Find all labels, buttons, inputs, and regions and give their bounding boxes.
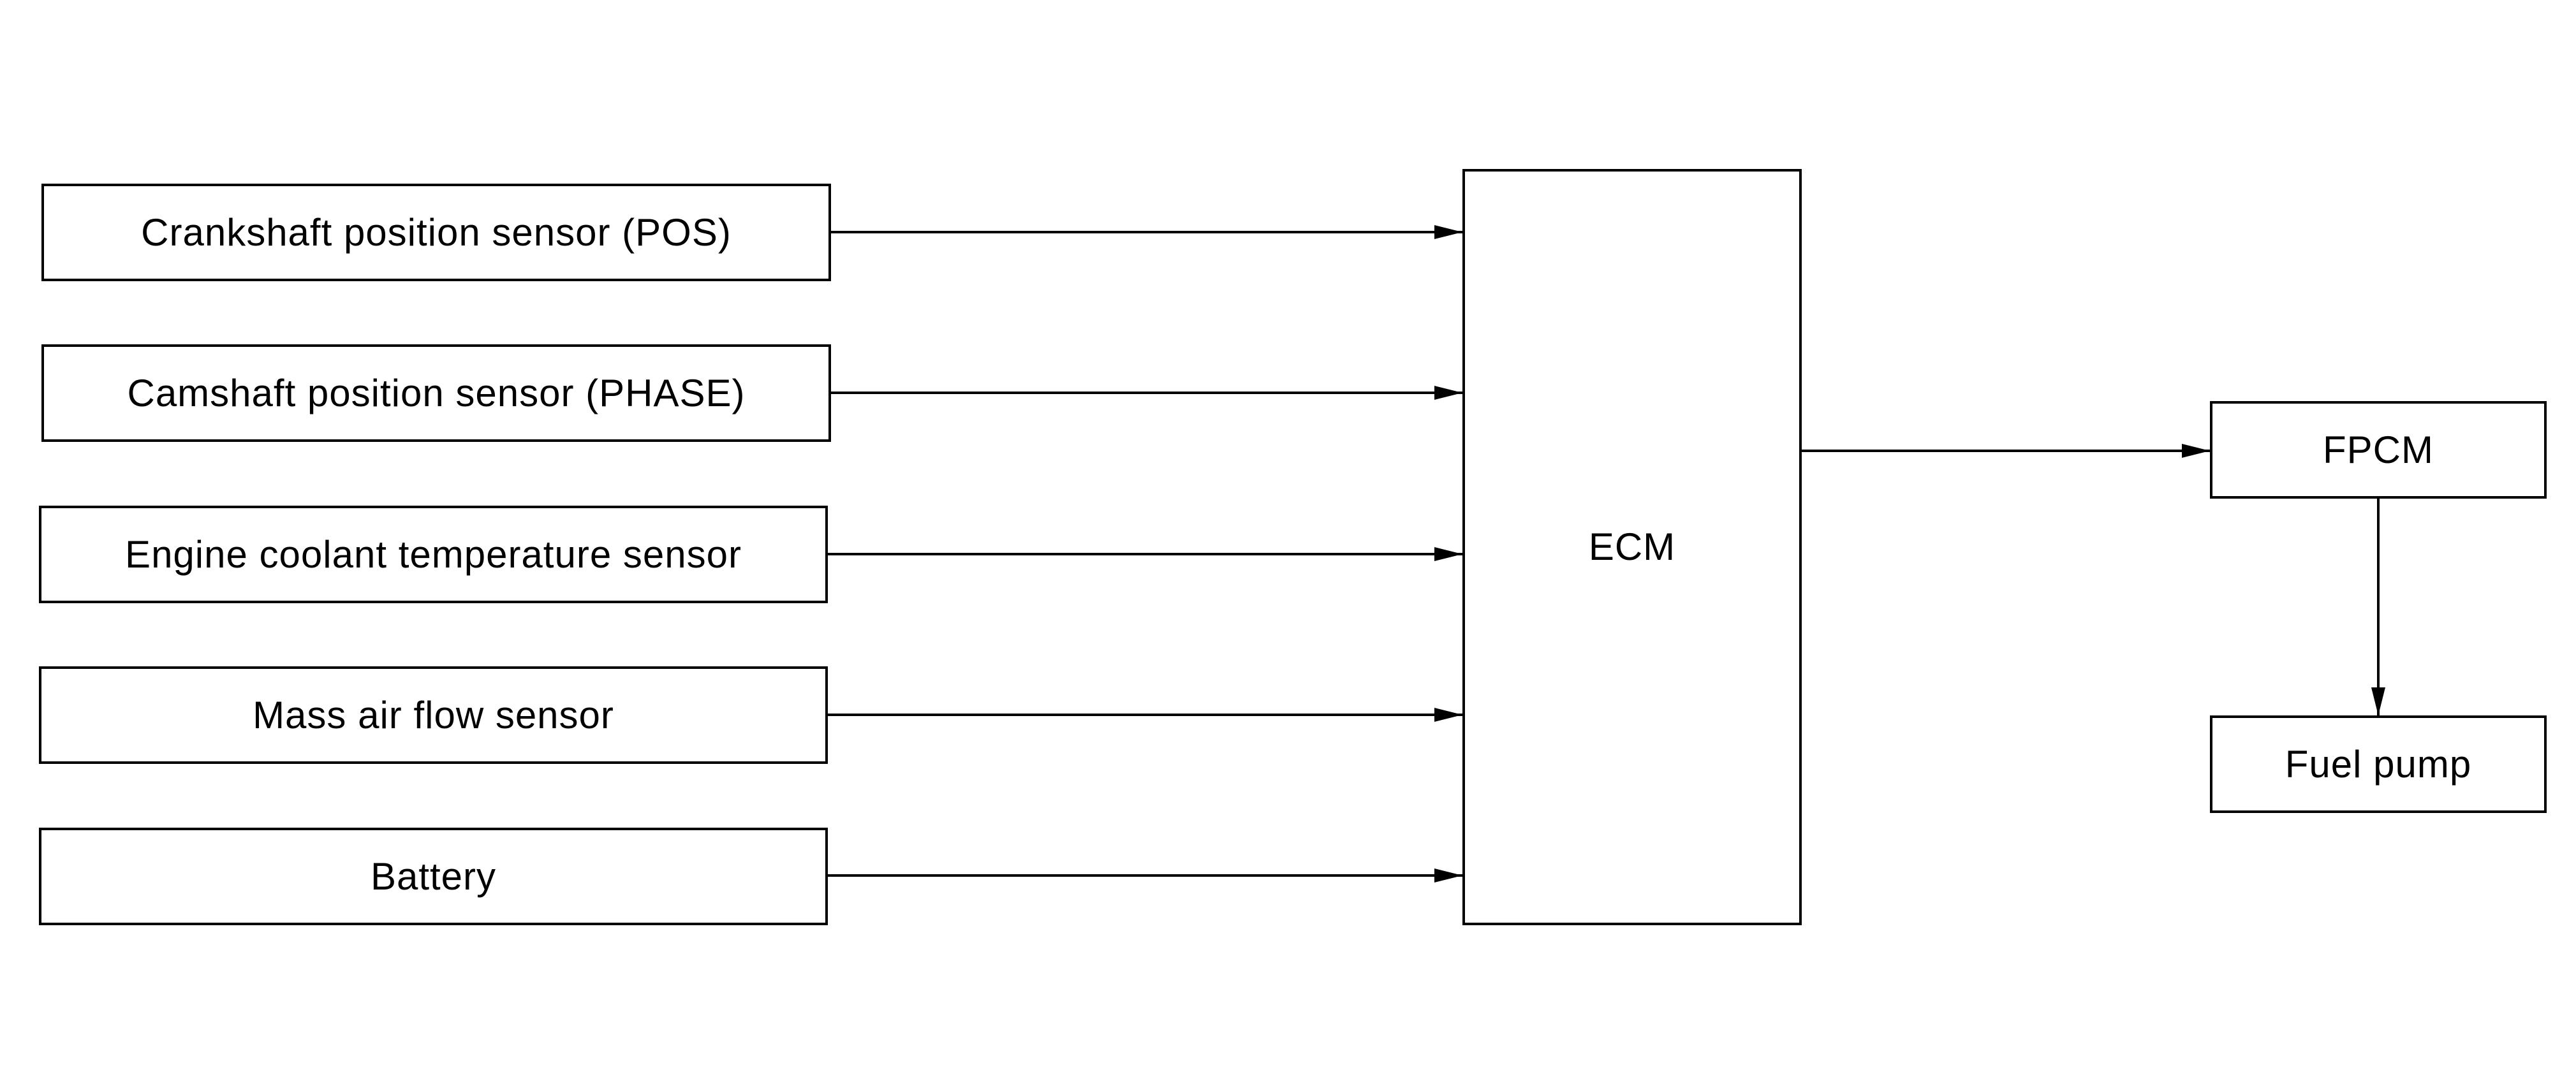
ecm-box: ECM bbox=[1462, 169, 1802, 925]
mass-air-flow-sensor-box: Mass air flow sensor bbox=[39, 666, 828, 764]
engine-coolant-temperature-sensor-box: Engine coolant temperature sensor bbox=[39, 506, 828, 603]
ecm-label: ECM bbox=[1588, 525, 1676, 568]
battery-box: Battery bbox=[39, 828, 828, 925]
battery-label: Battery bbox=[370, 854, 497, 898]
fpcm-box: FPCM bbox=[2210, 401, 2547, 499]
fuel-pump-box: Fuel pump bbox=[2210, 715, 2547, 813]
crankshaft-position-sensor-label: Crankshaft position sensor (POS) bbox=[141, 210, 732, 254]
camshaft-position-sensor-box: Camshaft position sensor (PHASE) bbox=[41, 344, 831, 442]
fuel-pump-label: Fuel pump bbox=[2285, 742, 2472, 786]
camshaft-position-sensor-label: Camshaft position sensor (PHASE) bbox=[127, 371, 746, 414]
fpcm-label: FPCM bbox=[2323, 428, 2434, 471]
engine-coolant-temperature-sensor-label: Engine coolant temperature sensor bbox=[125, 532, 742, 576]
crankshaft-position-sensor-box: Crankshaft position sensor (POS) bbox=[41, 184, 831, 281]
mass-air-flow-sensor-label: Mass air flow sensor bbox=[253, 693, 614, 736]
